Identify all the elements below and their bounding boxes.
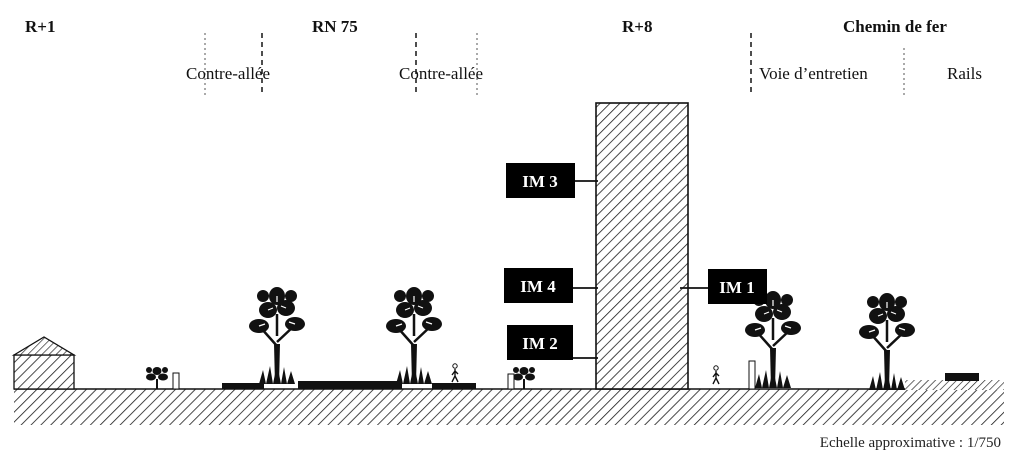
tree-icon xyxy=(247,285,307,386)
tree-icon xyxy=(857,291,917,392)
im2-label: IM 2 xyxy=(522,334,557,353)
label-contre-allee-1: Contre-allée xyxy=(186,64,270,83)
im1-label: IM 1 xyxy=(719,278,754,297)
measurement-point-im2: IM 2 xyxy=(507,325,598,360)
measurement-point-im4: IM 4 xyxy=(504,268,598,303)
bollard xyxy=(748,360,756,390)
shrub-icon xyxy=(513,367,535,389)
bollard xyxy=(507,373,515,390)
scale-note: Echelle approximative : 1/750 xyxy=(820,435,1001,451)
measurement-point-im3: IM 3 xyxy=(506,163,598,198)
road-surface-left xyxy=(222,383,264,389)
building-r8 xyxy=(595,102,689,390)
shrub-icon xyxy=(146,367,168,389)
pedestrian-icon xyxy=(712,365,720,385)
im3-label: IM 3 xyxy=(522,172,557,191)
measurement-point-im1: IM 1 xyxy=(680,269,767,304)
road-surface-main xyxy=(298,381,402,389)
rail-ballast xyxy=(905,380,1004,390)
label-r-plus-1: R+1 xyxy=(25,17,55,36)
label-r-plus-8: R+8 xyxy=(622,17,652,36)
bollard xyxy=(172,372,180,390)
rail-block xyxy=(945,373,979,381)
im4-label: IM 4 xyxy=(520,277,556,296)
label-chemin-de-fer: Chemin de fer xyxy=(843,17,947,36)
label-voie-entretien: Voie d’entretien xyxy=(759,64,868,83)
road-surface-right xyxy=(432,383,476,389)
ground xyxy=(14,389,1004,425)
label-rails: Rails xyxy=(947,64,982,83)
tree-icon xyxy=(384,285,444,386)
pedestrian-icon xyxy=(451,363,459,383)
label-rn-75: RN 75 xyxy=(312,17,358,36)
label-contre-allee-2: Contre-allée xyxy=(399,64,483,83)
house-r1 xyxy=(11,336,77,390)
